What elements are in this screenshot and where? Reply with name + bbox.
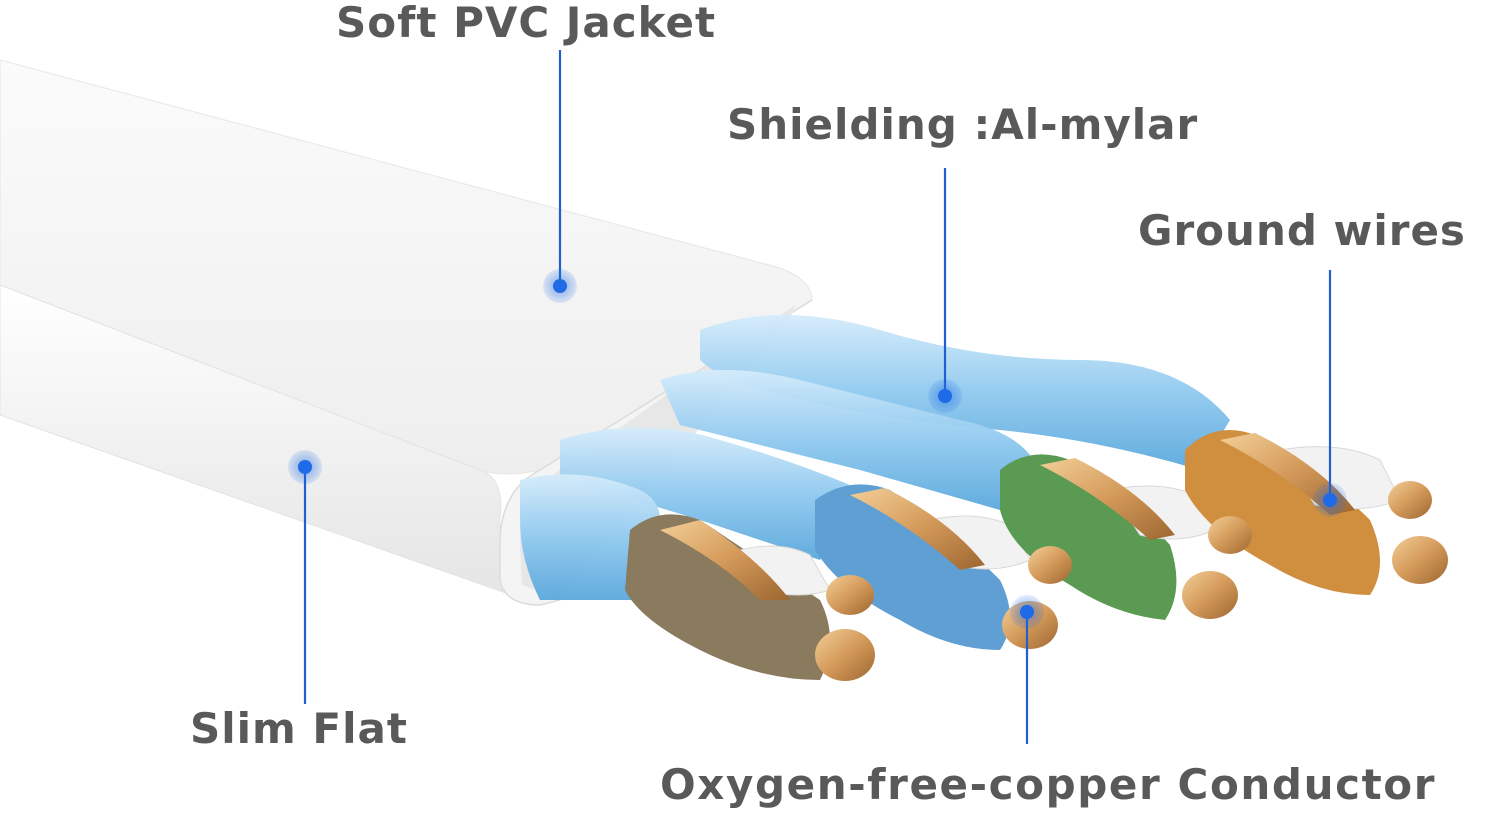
copper-end-brown-1 <box>815 629 875 681</box>
wire-pairs <box>625 430 1401 680</box>
copper-end-brown-2 <box>826 575 874 615</box>
callout-dot-conductor <box>1020 605 1034 619</box>
wire-green <box>1000 454 1177 620</box>
copper-twist-brown <box>660 520 790 600</box>
label-shielding: Shielding :Al-mylar <box>727 100 1199 149</box>
copper-twist-green <box>1040 458 1175 540</box>
label-soft-pvc-jacket: Soft PVC Jacket <box>336 0 717 47</box>
copper-end-orange-2 <box>1388 481 1432 519</box>
shield-pair-upper-mid <box>660 370 1030 510</box>
wire-orange <box>1185 430 1380 595</box>
copper-end-blue-2 <box>1028 546 1072 584</box>
wire-brown <box>625 514 830 680</box>
wire-blue <box>815 484 1010 650</box>
label-ground-wires: Ground wires <box>1138 206 1466 255</box>
shield-pair-bottom <box>520 474 660 600</box>
copper-end-green-1 <box>1182 571 1238 619</box>
shield-pair-lower-mid <box>560 427 850 560</box>
shield-pair-top <box>700 315 1230 470</box>
callout-dot-ground <box>1323 493 1337 507</box>
copper-twist-blue <box>850 488 985 570</box>
callout-dot-shielding <box>938 389 952 403</box>
label-oxygen-free-copper-conductor: Oxygen-free-copper Conductor <box>660 760 1437 809</box>
copper-end-green-2 <box>1208 516 1252 554</box>
callouts <box>303 50 1332 744</box>
callout-dot-jacket <box>553 279 567 293</box>
copper-end-orange-1 <box>1392 536 1448 584</box>
label-slim-flat: Slim Flat <box>190 704 408 753</box>
callout-dot-slim <box>298 460 312 474</box>
shielding-foil <box>520 315 1230 600</box>
callout-dots <box>288 269 1347 629</box>
